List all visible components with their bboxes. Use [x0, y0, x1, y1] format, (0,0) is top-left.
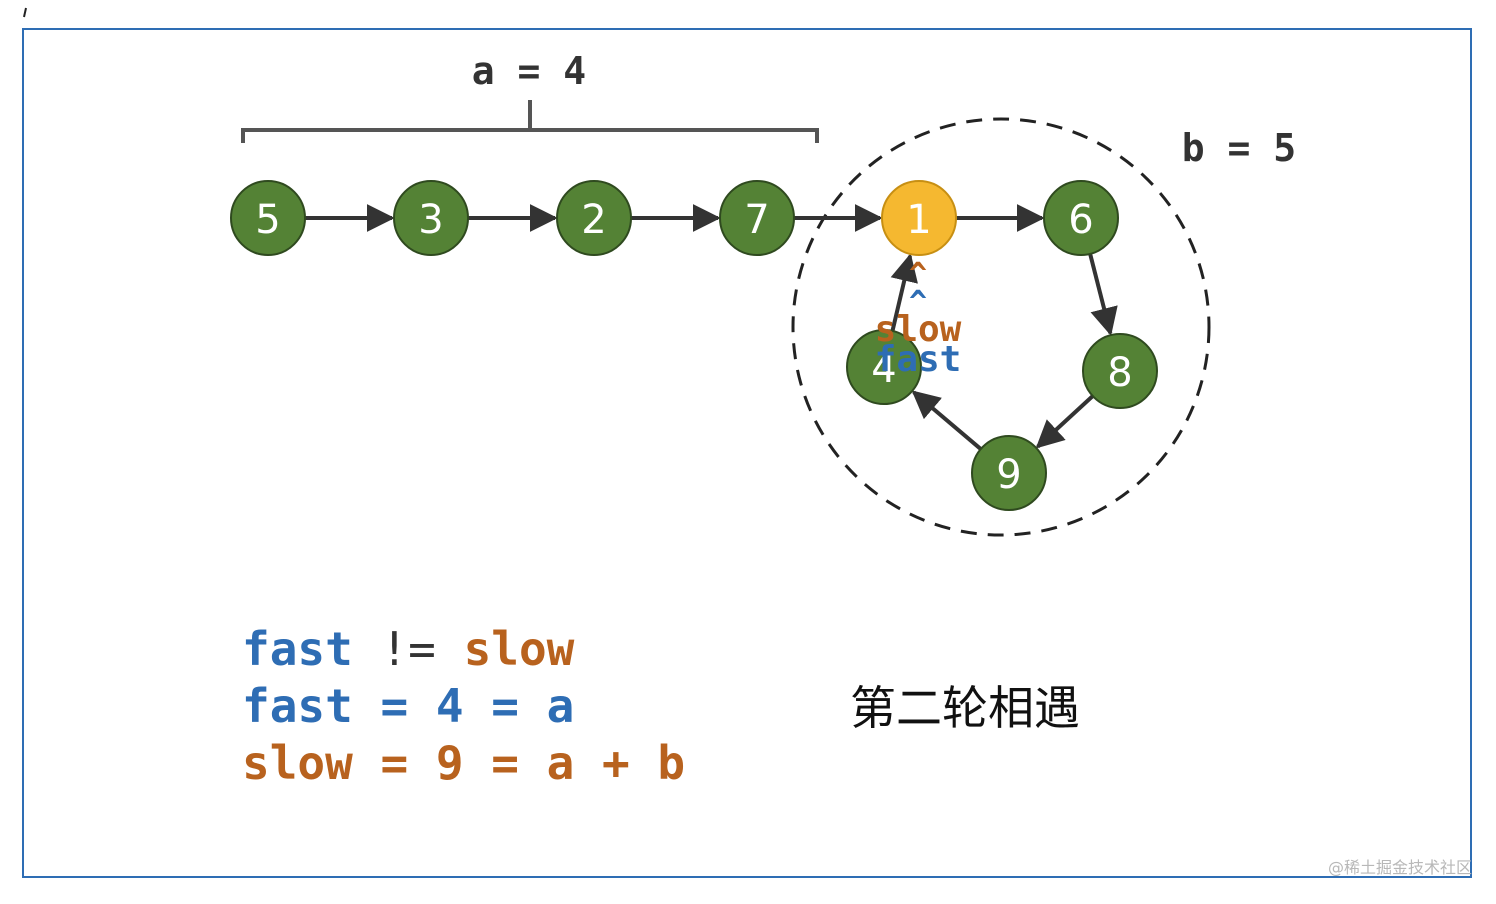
- caption-second-meeting: 第二轮相遇: [850, 681, 1080, 735]
- node-circle: [393, 180, 469, 256]
- cycle-boundary: [791, 117, 1211, 537]
- node-value: 1: [906, 197, 931, 243]
- edge-arrow-6-to-8: [1088, 253, 1118, 336]
- node-circle: [230, 180, 306, 256]
- node-value: 5: [255, 197, 280, 243]
- edge-arrow-9-to-4: [911, 390, 983, 451]
- nodes-group: 5 3 2 7 1 6 8 9 4: [230, 180, 1158, 511]
- node-circle: [846, 329, 922, 405]
- code-slow-var: slow: [463, 622, 575, 676]
- node-circle: [556, 180, 632, 256]
- code-fast-var: fast: [242, 622, 353, 676]
- code-line-1: fast != slow: [242, 626, 574, 672]
- code-fast-var: fast: [242, 679, 353, 733]
- list-node-4: 4: [846, 329, 922, 405]
- code-line-3: slow = 9 = a + b: [242, 740, 685, 786]
- code-line-2: fast = 4 = a: [242, 683, 574, 729]
- node-circle: [1082, 333, 1158, 409]
- node-circle: [1043, 180, 1119, 256]
- list-node-1: 1: [881, 180, 957, 256]
- node-value: 2: [581, 197, 606, 243]
- list-node-5: 5: [230, 180, 306, 256]
- slow-caret: ^: [909, 257, 927, 292]
- node-circle: [719, 180, 795, 256]
- node-value: 9: [996, 452, 1021, 498]
- edges-group: [305, 204, 1118, 451]
- edge-arrow-4-to-1: [890, 253, 918, 332]
- diagram-frame: [22, 28, 1472, 878]
- node-value: 7: [744, 197, 769, 243]
- a-bracket: [241, 100, 819, 143]
- list-node-3: 3: [393, 180, 469, 256]
- node-circle: [971, 435, 1047, 511]
- slow-pointer-label: slow: [875, 309, 962, 350]
- code-slow-expr: = 9 = a + b: [352, 736, 686, 790]
- node-value: 4: [871, 346, 896, 392]
- list-node-9: 9: [971, 435, 1047, 511]
- node-value: 6: [1068, 197, 1093, 243]
- code-slow-var: slow: [242, 736, 353, 790]
- watermark: @稀土掘金技术社区: [1327, 858, 1472, 877]
- fast-pointer-label: fast: [875, 339, 962, 380]
- node-value: 3: [418, 197, 443, 243]
- b-label: b = 5: [1182, 126, 1296, 170]
- list-node-7: 7: [719, 180, 795, 256]
- list-node-6: 6: [1043, 180, 1119, 256]
- fast-caret: ^: [909, 285, 927, 320]
- list-node-8: 8: [1082, 333, 1158, 409]
- list-node-2: 2: [556, 180, 632, 256]
- node-value: 8: [1107, 350, 1132, 396]
- code-fast-expr: = 4 = a: [352, 679, 575, 733]
- a-label: a = 4: [472, 49, 586, 93]
- edge-arrow-8-to-9: [1035, 394, 1095, 449]
- code-not-equal-op: !=: [352, 622, 464, 676]
- corner-tick-mark: [23, 7, 27, 18]
- node-circle: [881, 180, 957, 256]
